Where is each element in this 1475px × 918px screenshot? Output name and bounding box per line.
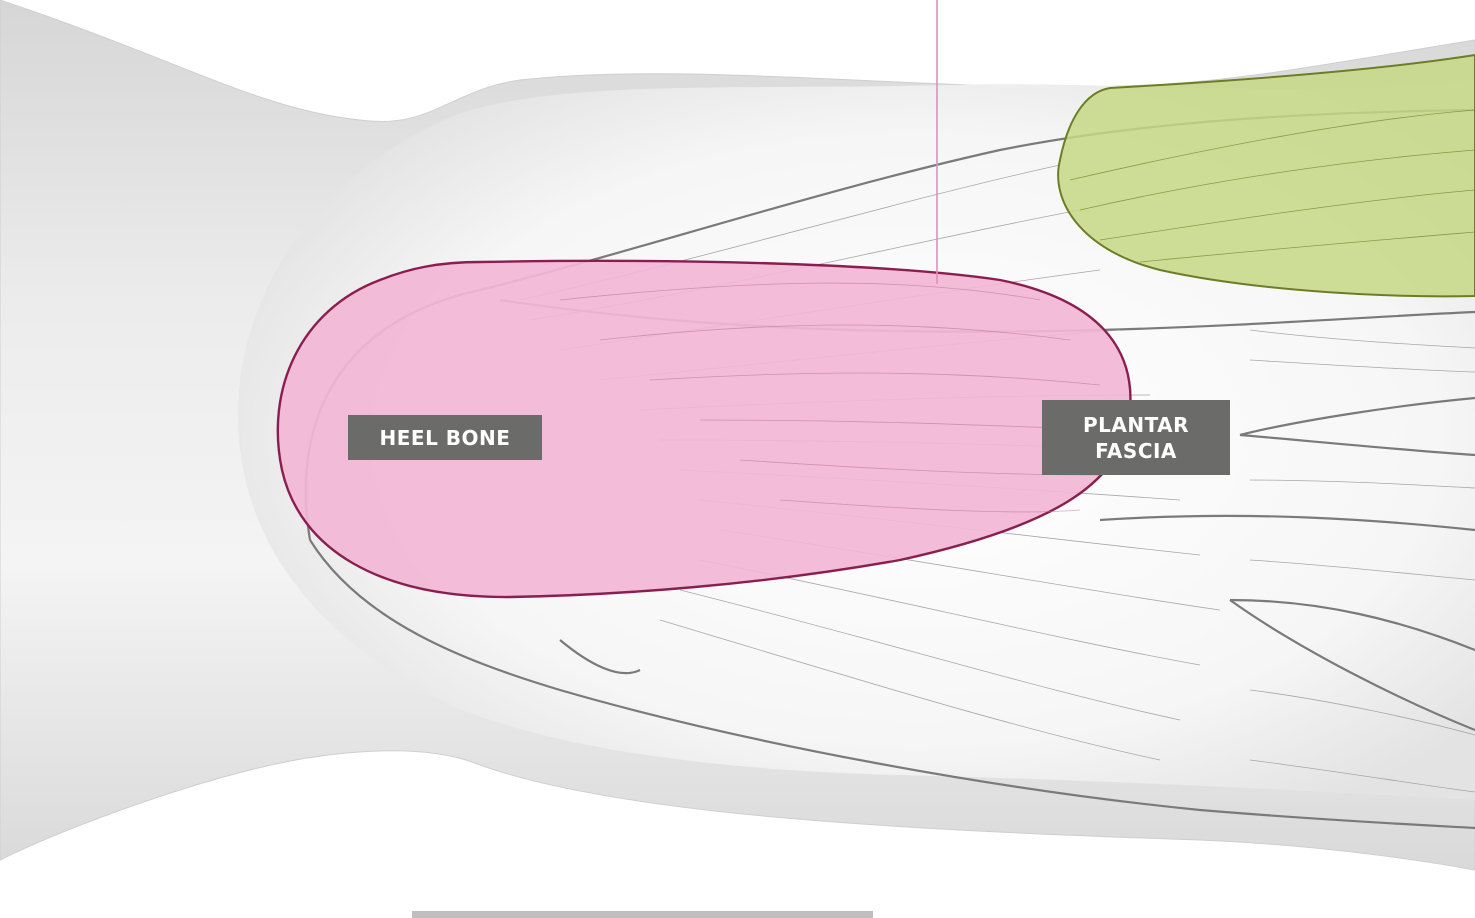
heel-bone-label-text: HEEL BONE bbox=[380, 425, 511, 451]
plantar-fascia-label-line2: FASCIA bbox=[1095, 438, 1177, 464]
plantar-fascia-label-line1: PLANTAR bbox=[1083, 412, 1189, 438]
plantar-fascia-label: PLANTAR FASCIA bbox=[1042, 400, 1230, 475]
heel-bone-label: HEEL BONE bbox=[348, 415, 542, 460]
bottom-scroll-bar[interactable] bbox=[412, 911, 873, 918]
